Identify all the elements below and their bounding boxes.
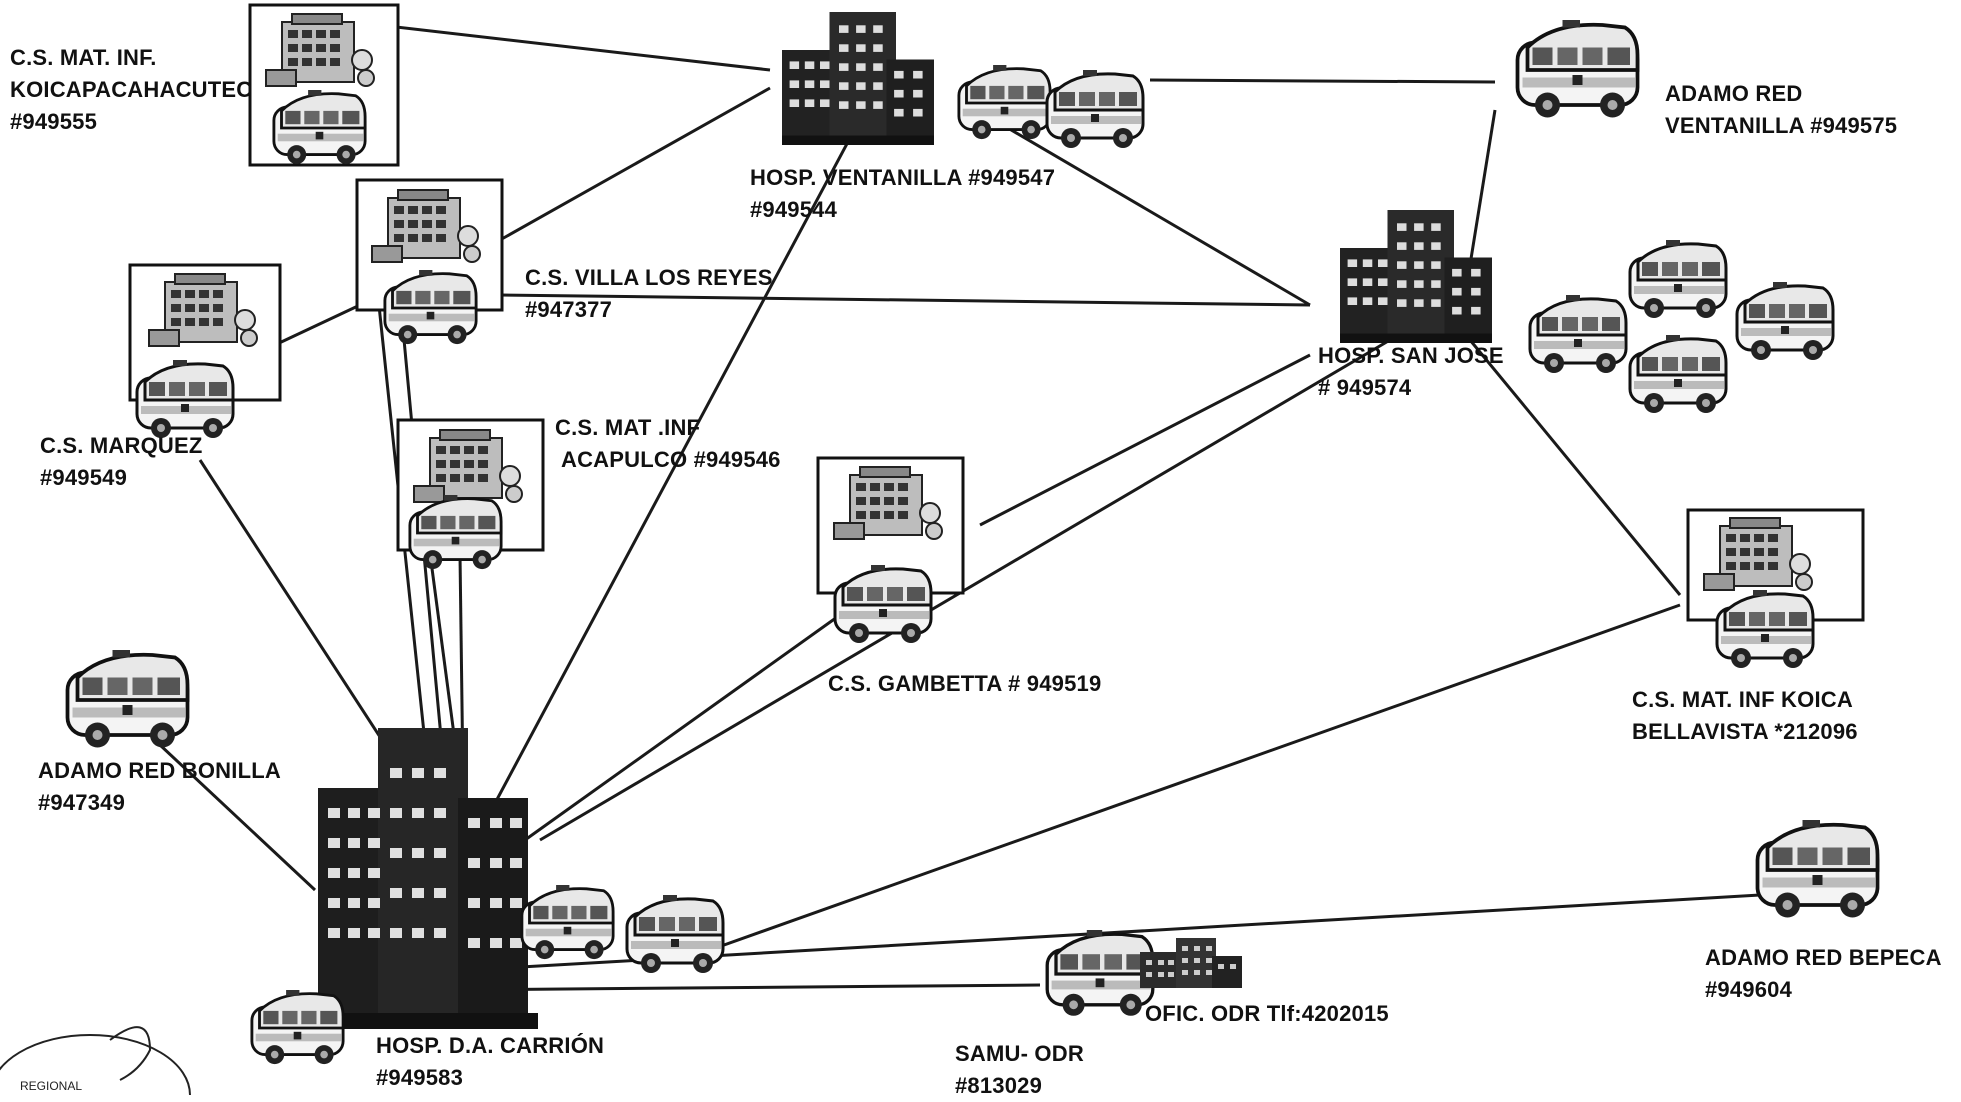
- label-samu-odr: SAMU- ODR #813029: [955, 1041, 1084, 1098]
- office-odr-building: [1140, 938, 1242, 988]
- label-hosp-carrion: HOSP. D.A. CARRIÓN #949583: [376, 1033, 605, 1090]
- label-hosp-san-jose: HOSP. SAN JOSE # 949574: [1318, 343, 1504, 400]
- label-adamo-red-bepeca: ADAMO RED BEPECA #949604: [1705, 945, 1942, 1002]
- ambulance-adamo-bonilla: [65, 648, 190, 750]
- label-ofic-odr: OFIC. ODR Tlf:4202015: [1145, 1001, 1389, 1026]
- clinic-koicapacahacutec: [248, 3, 400, 167]
- ambulance-adamo-ventanilla: [1515, 18, 1640, 120]
- label-cs-koicapacahacutec: C.S. MAT. INF. KOICAPACAHACUTEC #949555: [10, 45, 253, 134]
- regional-seal-stamp: REGIONAL: [0, 1026, 191, 1095]
- label-cs-marquez: C.S. MARQUEZ #949549: [40, 433, 203, 490]
- label-cs-acapulco: C.S. MAT .INF ACAPULCO #949546: [555, 415, 781, 472]
- label-adamo-red-bonilla: ADAMO RED BONILLA #947349: [38, 758, 281, 815]
- clinic-acapulco: [396, 418, 545, 571]
- hospital-carrion-building: [250, 728, 725, 1066]
- label-cs-gambetta: C.S. GAMBETTA # 949519: [828, 671, 1102, 696]
- clinic-marquez: [128, 263, 282, 440]
- label-cs-villa-los-reyes: C.S. VILLA LOS REYES #947377: [525, 265, 773, 322]
- clinic-koica-bellavista: [1686, 508, 1865, 670]
- ambulance-samu-odr: [1045, 928, 1155, 1018]
- label-cs-koica-bellavista: C.S. MAT. INF KOICA BELLAVISTA *212096: [1632, 687, 1858, 744]
- hospital-ventanilla-building: [782, 12, 1145, 150]
- clinic-villa-los-reyes: [355, 178, 504, 346]
- label-adamo-red-ventanilla: ADAMO RED VENTANILLA #949575: [1665, 81, 1898, 138]
- ambulance-adamo-bepeca: [1755, 818, 1880, 920]
- clinic-gambetta: [816, 456, 965, 645]
- label-hosp-ventanilla: HOSP. VENTANILLA #949547 #949544: [750, 165, 1056, 222]
- seal-text: REGIONAL: [20, 1079, 82, 1093]
